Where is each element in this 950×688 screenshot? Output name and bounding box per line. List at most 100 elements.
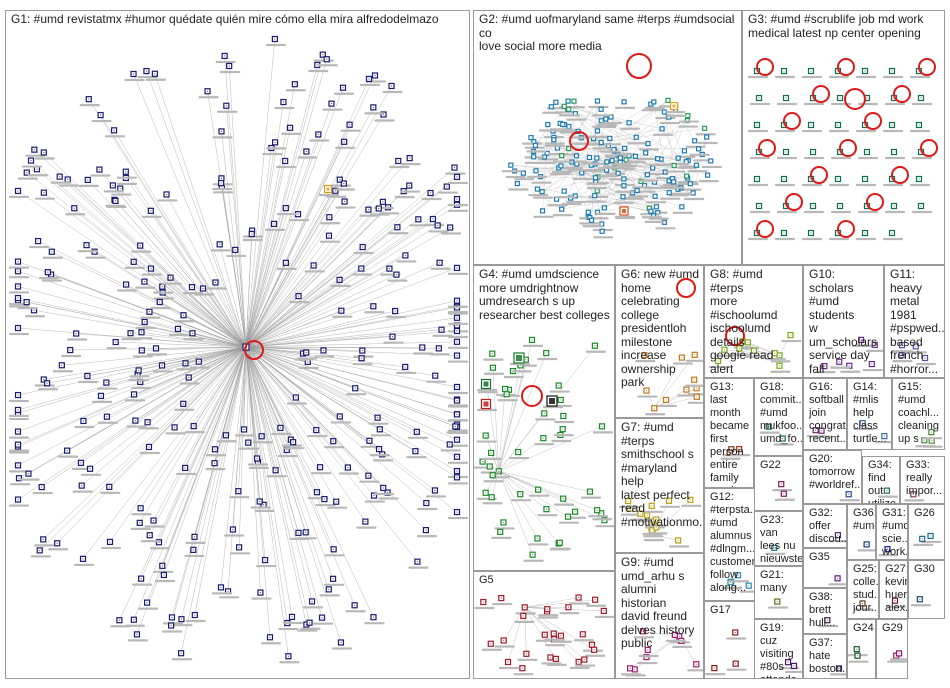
graph-node — [857, 148, 879, 160]
cluster-g15-edges — [915, 429, 943, 448]
graph-node — [554, 412, 575, 424]
graph-node — [595, 205, 616, 215]
graph-node — [619, 120, 641, 130]
graph-node — [162, 622, 183, 633]
graph-node — [715, 346, 736, 357]
graph-node — [765, 544, 786, 555]
graph-node — [726, 629, 747, 640]
graph-node — [374, 111, 395, 122]
cluster-g6-edges — [635, 278, 703, 416]
graph-node — [210, 241, 231, 252]
graph-node — [318, 184, 340, 197]
graph-node — [239, 439, 260, 450]
graph-node — [322, 100, 343, 111]
graph-node — [364, 614, 385, 625]
graph-node — [171, 650, 193, 661]
graph-node — [828, 175, 850, 187]
graph-node — [19, 470, 40, 481]
graph-node — [588, 128, 609, 138]
cluster-g7-edges — [618, 496, 702, 548]
graph-node — [600, 135, 621, 146]
graph-node — [100, 538, 122, 550]
graph-node — [447, 173, 469, 185]
graph-node — [569, 658, 590, 669]
graph-node — [286, 394, 307, 405]
graph-node — [184, 422, 205, 434]
graph-node — [535, 410, 556, 421]
graph-node — [636, 150, 657, 160]
cluster-g11: G11: heavy metal 1981 #pspwed... based f… — [884, 265, 945, 378]
graph-node — [223, 526, 245, 537]
cluster-g4: G4: #umd umdscience more umdrightnow umd… — [473, 265, 615, 571]
graph-node — [304, 262, 325, 273]
graph-node — [491, 528, 512, 539]
graph-node — [828, 532, 846, 543]
graph-node — [635, 352, 656, 363]
graph-node — [646, 193, 667, 204]
cluster-g27-edges — [885, 597, 907, 608]
graph-node — [921, 532, 942, 544]
graph-node — [909, 175, 931, 187]
graph-node — [768, 598, 789, 609]
graph-node — [27, 166, 49, 177]
graph-node — [913, 535, 934, 546]
cluster-g27: G27: kevin huer... alex... — [879, 560, 908, 619]
graph-node — [297, 349, 318, 360]
graph-node — [289, 529, 310, 540]
graph-node — [744, 347, 765, 358]
graph-node — [74, 417, 95, 429]
cluster-g6: G6: new #umd home celebrating college pr… — [615, 265, 704, 418]
graph-node — [447, 196, 469, 207]
graph-node — [406, 448, 427, 459]
graph-node — [8, 462, 30, 473]
graph-node — [332, 307, 353, 318]
graph-node — [314, 347, 335, 358]
graph-node — [30, 547, 51, 558]
graph-node — [558, 513, 580, 524]
graph-node — [179, 374, 200, 385]
graph-node — [592, 106, 613, 117]
graph-node — [282, 613, 304, 625]
self-loop — [756, 220, 774, 238]
graph-node — [494, 519, 515, 530]
graph-node — [641, 208, 663, 219]
graph-node — [770, 362, 791, 373]
graph-node — [882, 67, 904, 79]
graph-node — [544, 630, 565, 641]
graph-node — [669, 537, 690, 548]
graph-node — [588, 98, 609, 109]
cluster-g2-edges — [501, 53, 722, 239]
cluster-g8-edges — [708, 326, 802, 373]
graph-node — [626, 153, 647, 164]
graph-node — [862, 360, 883, 372]
graph-node — [855, 175, 877, 187]
graph-node — [906, 343, 927, 354]
graph-node — [364, 104, 385, 115]
graph-node — [345, 602, 366, 613]
graph-node — [310, 464, 332, 475]
graph-node — [922, 429, 943, 440]
graph-node — [79, 96, 100, 107]
graph-node — [482, 494, 503, 505]
graph-node — [698, 172, 719, 183]
graph-node — [338, 464, 359, 475]
self-loop — [918, 58, 936, 76]
cluster-g7: G7: #umd #terps smithschool s #maryland … — [615, 418, 704, 553]
graph-node — [157, 191, 178, 202]
graph-node — [353, 243, 374, 255]
graph-node — [326, 187, 347, 198]
graph-node — [909, 121, 931, 133]
graph-node — [124, 616, 145, 627]
graph-node — [124, 391, 146, 402]
graph-node — [172, 616, 193, 627]
graph-node — [628, 187, 649, 198]
cluster-g19: G19: cuz visiting #80s attende... — [754, 619, 803, 679]
graph-node — [774, 175, 796, 187]
graph-node — [352, 355, 373, 366]
graph-node — [784, 662, 802, 674]
graph-node — [429, 345, 450, 356]
graph-node — [32, 483, 53, 495]
graph-node — [585, 193, 606, 203]
graph-node — [359, 472, 380, 483]
graph-node — [8, 391, 30, 403]
